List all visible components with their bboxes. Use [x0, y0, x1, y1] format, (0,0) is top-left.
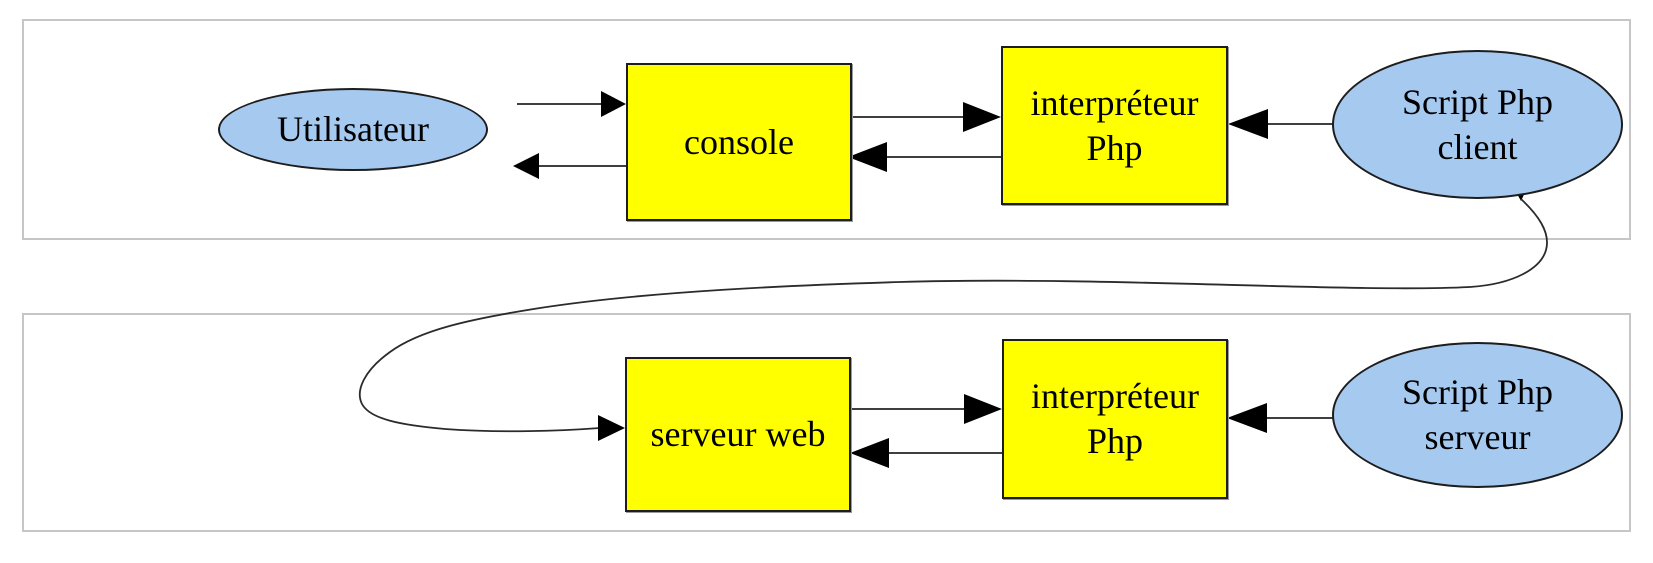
node-script-php-serveur: Script Php serveur [1332, 342, 1623, 488]
node-script-php-client: Script Php client [1332, 50, 1623, 199]
node-console: console [626, 63, 852, 221]
node-script-php-client-label-line2: client [1437, 126, 1518, 167]
node-interpreteur-php-client-label-line1: interpréteur [1030, 82, 1199, 123]
node-script-php-client-label-line1: Script Php [1401, 81, 1553, 122]
node-interpreteur-php-client: interpréteur Php [1001, 46, 1228, 205]
node-script-php-serveur-label-line1: Script Php [1401, 372, 1553, 412]
node-utilisateur-label: Utilisateur [277, 109, 429, 149]
node-interpreteur-php-serveur-label-line2: Php [1086, 421, 1144, 461]
node-console-label: console [684, 121, 794, 162]
node-script-php-serveur-label-line2: serveur [1424, 417, 1531, 457]
node-serveur-web-label: serveur web [650, 414, 826, 454]
node-interpreteur-php-serveur: interpréteur Php [1002, 339, 1228, 499]
node-serveur-web: serveur web [625, 357, 851, 512]
node-interpreteur-php-serveur-label-line1: interpréteur [1031, 376, 1199, 416]
node-utilisateur: Utilisateur [218, 88, 488, 171]
node-interpreteur-php-client-label-line2: Php [1086, 127, 1143, 168]
